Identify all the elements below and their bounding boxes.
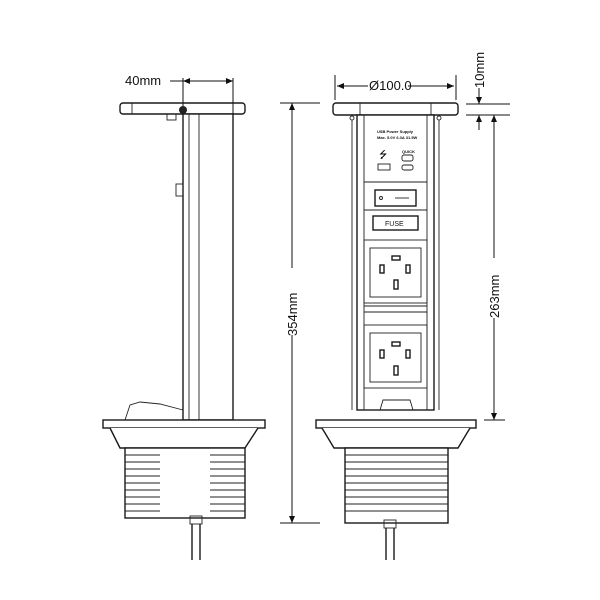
uk-socket-1[interactable] (363, 239, 428, 304)
side-hinge (179, 106, 187, 114)
uk-socket-2[interactable] (363, 324, 428, 389)
front-flange (315, 419, 477, 429)
fuse-label: FUSE (385, 221, 404, 228)
qc-label: QUICK (402, 149, 415, 154)
usb-a-port[interactable] (377, 163, 391, 171)
power-switch[interactable] (374, 189, 417, 207)
side-view: 40mm (102, 73, 266, 560)
side-column (182, 113, 234, 421)
usb-title: USB Power Supply (377, 129, 414, 134)
front-threaded-housing (344, 447, 449, 524)
usb-c-port[interactable] (401, 164, 414, 171)
front-view: USB Power Supply Max. 5.0V 6.3A 31.5W ⭍ … (280, 52, 510, 560)
lid-thickness-label: 10mm (472, 52, 487, 88)
side-width-label: 40mm (125, 73, 161, 88)
extended-height-label: 263mm (487, 275, 502, 318)
diameter-label: Ø100.0 (369, 78, 412, 93)
usb-rating: Max. 5.0V 6.3A 31.5W (377, 135, 418, 140)
usb-qc-port[interactable] (401, 154, 414, 162)
fuse-holder[interactable] (372, 215, 419, 231)
total-height-label: 354mm (285, 293, 300, 336)
side-flange (102, 419, 266, 429)
usb-icon: ⭍ (379, 149, 387, 161)
front-lid (332, 102, 459, 116)
